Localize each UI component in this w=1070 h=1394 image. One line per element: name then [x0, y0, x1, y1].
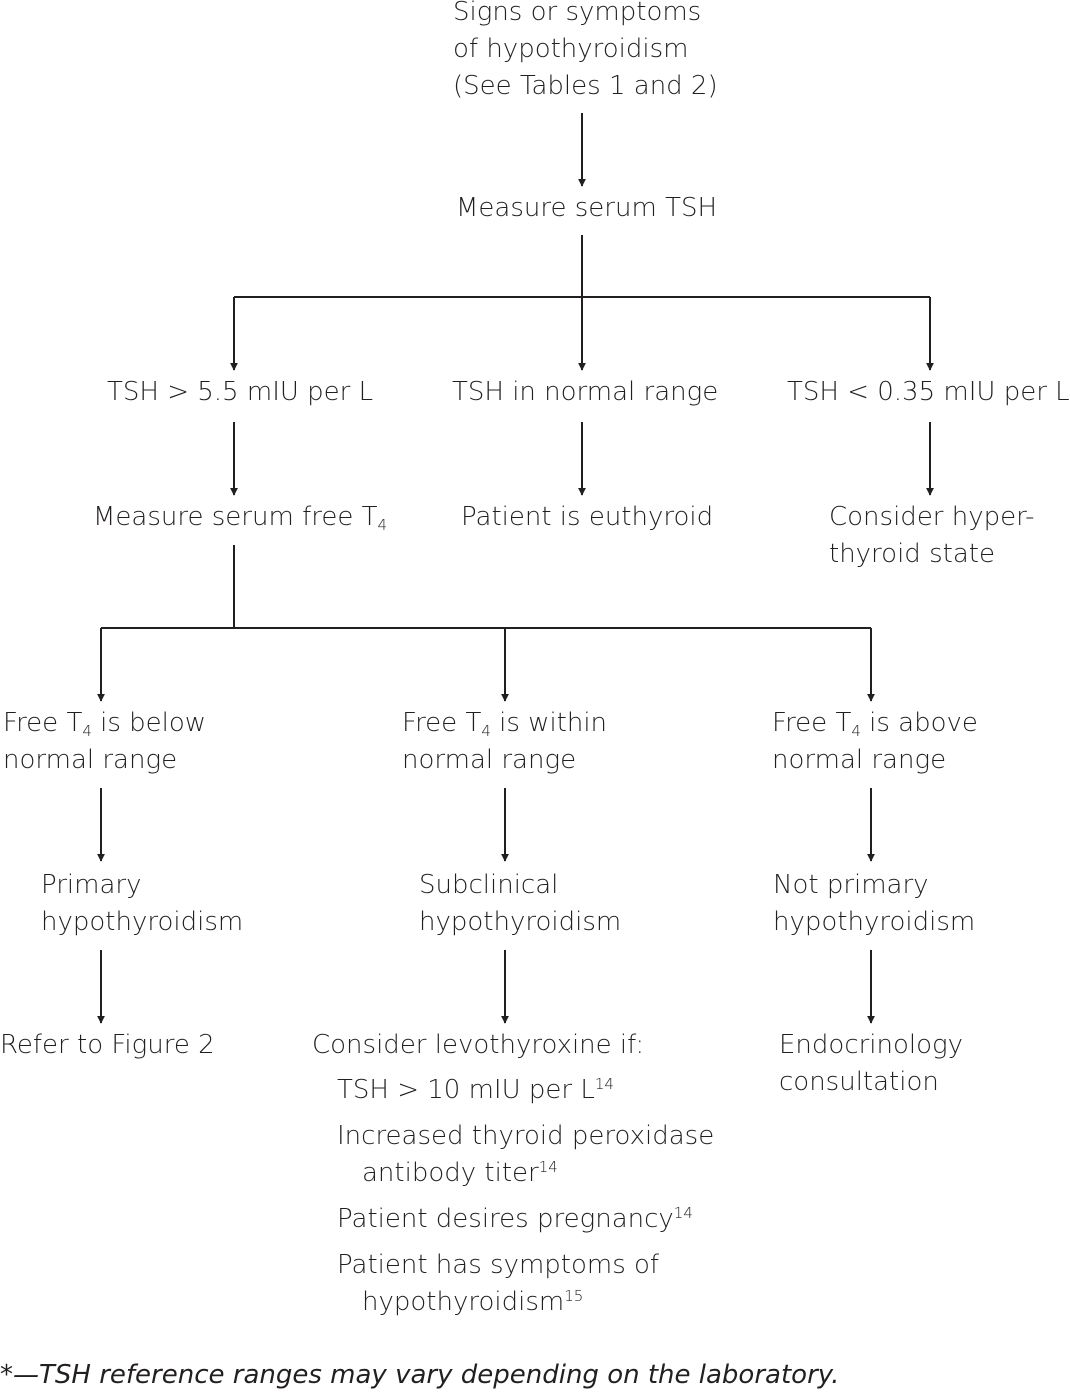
tsh-low-node: TSH < 0.35 mIU per L* [787, 377, 1070, 407]
t4-below-sub: 4 [82, 722, 92, 740]
t4-within-node: Free T4 is within normal range [402, 705, 607, 779]
levo-criterion-3: Patient desires pregnancy14 [337, 1201, 714, 1238]
endo-node: Endocrinology consultation [779, 1027, 963, 1101]
measure-tsh-node: Measure serum TSH [456, 193, 718, 223]
levo-heading: Consider levothyroxine if: [312, 1030, 645, 1060]
t4-within-prefix: Free T [402, 708, 482, 738]
measure-t4-sub: 4 [377, 516, 388, 534]
levo-criterion-4-ref: 15 [564, 1287, 584, 1305]
t4-within-line-2: normal range [402, 745, 577, 775]
t4-above-sub: 4 [851, 722, 861, 740]
start-node: Signs or symptoms of hypothyroidism (See… [453, 0, 718, 105]
levo-node: Consider levothyroxine if: TSH > 10 mIU … [312, 1027, 714, 1321]
levo-criterion-4: Patient has symptoms of hypothyroidism15 [337, 1247, 714, 1321]
levo-criterion-3-ref: 14 [673, 1204, 693, 1222]
footnote: *—TSH reference ranges may vary dependin… [0, 1360, 840, 1390]
euthyroid-node: Patient is euthyroid [461, 502, 714, 532]
hyper-line-2: thyroid state [829, 539, 995, 569]
levo-criterion-1-ref: 14 [594, 1075, 614, 1093]
t4-below-line-2: normal range [3, 745, 178, 775]
endo-line-1: Endocrinology [779, 1030, 964, 1060]
levo-criterion-3-text: Patient desires pregnancy [337, 1204, 674, 1234]
levo-criterion-4-line-1: Patient has symptoms of [337, 1250, 660, 1280]
t4-within-suffix: is within [490, 708, 608, 738]
not-primary-node: Not primary hypothyroidism [773, 867, 975, 941]
levo-criterion-2: Increased thyroid peroxidase antibody ti… [337, 1118, 714, 1192]
endo-line-2: consultation [779, 1067, 939, 1097]
start-line-2: of hypothyroidism [453, 34, 689, 64]
measure-t4-prefix: Measure serum free T [93, 502, 378, 532]
t4-below-suffix: is below [91, 708, 207, 738]
subclinical-node: Subclinical hypothyroidism [419, 867, 621, 941]
levo-criterion-1: TSH > 10 mIU per L14 [337, 1072, 714, 1109]
tsh-normal-node: TSH in normal range [452, 377, 719, 407]
primary-line-1: Primary [41, 870, 142, 900]
hyper-line-1: Consider hyper- [829, 502, 1035, 532]
t4-below-prefix: Free T [3, 708, 83, 738]
t4-within-sub: 4 [481, 722, 491, 740]
subclinical-line-1: Subclinical [419, 870, 559, 900]
primary-node: Primary hypothyroidism [41, 867, 243, 941]
t4-above-node: Free T4 is above normal range [772, 705, 978, 779]
t4-above-line-2: normal range [772, 745, 947, 775]
levo-criterion-2-line-1: Increased thyroid peroxidase [337, 1121, 715, 1151]
levo-criterion-1-text: TSH > 10 mIU per L [337, 1075, 595, 1105]
levo-criterion-4-line-2: hypothyroidism [362, 1287, 565, 1317]
primary-line-2: hypothyroidism [41, 907, 244, 937]
t4-below-node: Free T4 is below normal range [3, 705, 206, 779]
t4-above-prefix: Free T [772, 708, 852, 738]
t4-above-suffix: is above [860, 708, 978, 738]
start-line-3: (See Tables 1 and 2) [453, 71, 718, 101]
not-primary-line-2: hypothyroidism [773, 907, 976, 937]
tsh-high-node: TSH > 5.5 mIU per L [107, 377, 374, 407]
levo-criterion-2-line-2: antibody titer [362, 1158, 539, 1188]
refer-node: Refer to Figure 2 [0, 1030, 215, 1060]
not-primary-line-1: Not primary [773, 870, 929, 900]
measure-t4-node: Measure serum free T4 [93, 499, 387, 536]
subclinical-line-2: hypothyroidism [419, 907, 622, 937]
levo-criterion-2-ref: 14 [538, 1158, 558, 1176]
start-line-1: Signs or symptoms [453, 0, 702, 27]
hyper-node: Consider hyper- thyroid state [829, 499, 1035, 573]
